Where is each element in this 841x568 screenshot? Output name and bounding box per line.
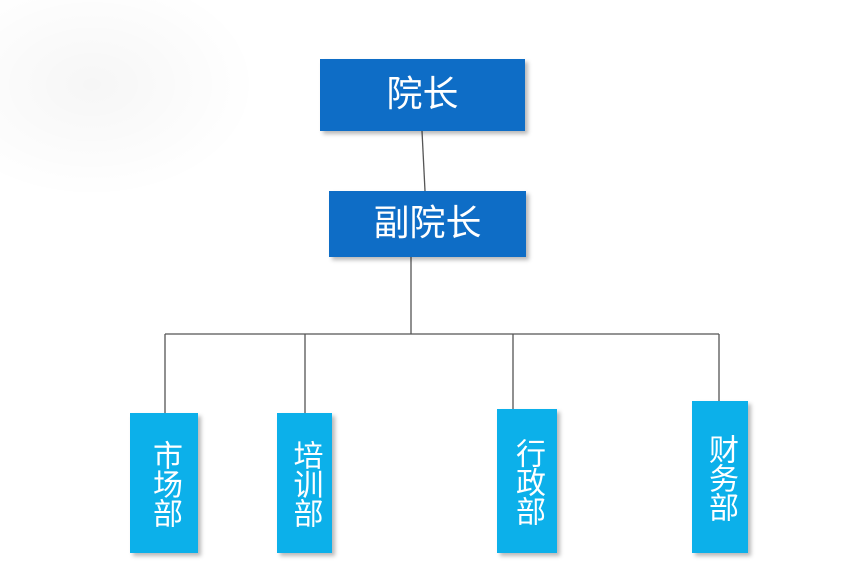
node-dean-label: 院长 xyxy=(386,74,459,115)
node-finance-dept: 财务部 xyxy=(692,401,748,553)
node-marketing-dept-label: 市场部 xyxy=(147,439,182,527)
node-finance-dept-label: 财务部 xyxy=(703,433,738,521)
node-training-dept-label: 培训部 xyxy=(287,439,323,527)
connector-root-to-deputy xyxy=(421,130,426,192)
node-training-dept: 培训部 xyxy=(277,413,332,553)
node-admin-dept: 行政部 xyxy=(497,409,557,553)
node-vice-dean-label: 副院长 xyxy=(373,203,482,244)
node-dean: 院长 xyxy=(320,59,525,131)
node-marketing-dept: 市场部 xyxy=(130,413,198,553)
node-vice-dean: 副院长 xyxy=(329,191,526,257)
node-admin-dept-label: 行政部 xyxy=(510,437,545,525)
